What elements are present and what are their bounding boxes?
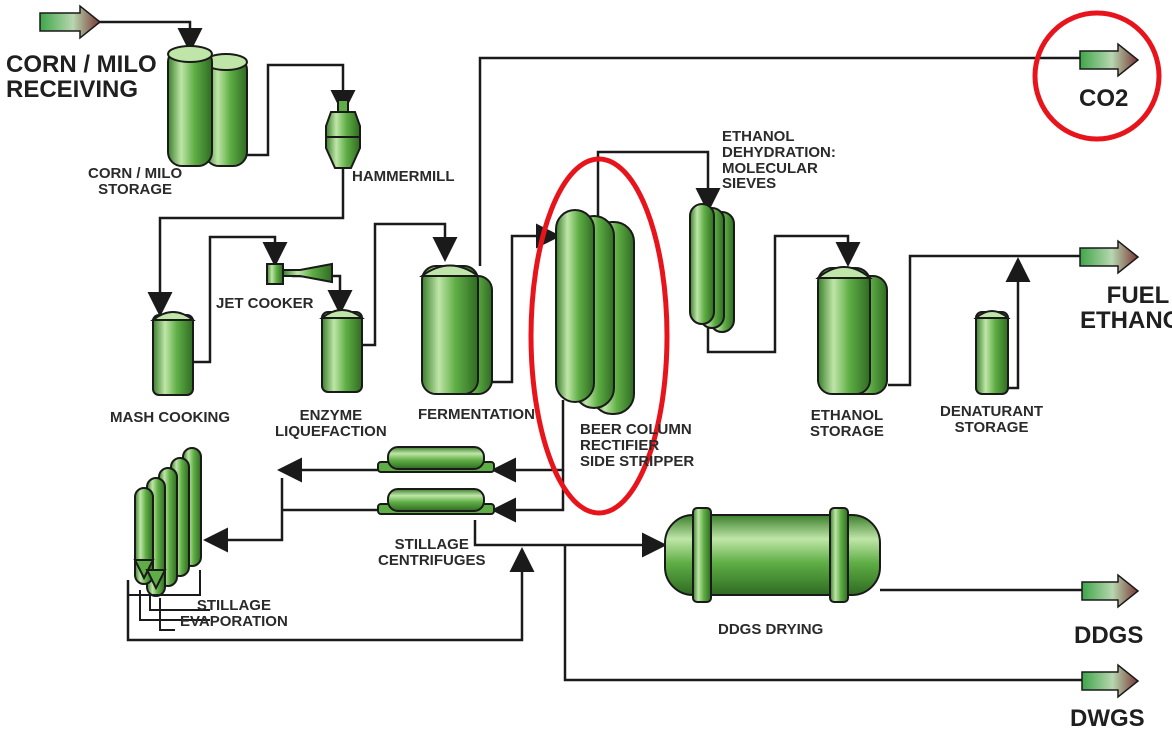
pipe-fermentation-to-beer	[492, 223, 561, 384]
pipe-mash-to-jet	[193, 235, 288, 364]
enzyme-liquefaction-label: ENZYME LIQUEFACTION	[275, 407, 387, 440]
co2-arrow	[1079, 42, 1140, 78]
pipe-receiving-to-storage	[70, 20, 203, 53]
pipe-enzyme-to-fermentation	[363, 222, 458, 347]
denaturant-tank	[973, 310, 1011, 395]
pipe-beer-to-centrifuge-bottom	[491, 470, 565, 523]
pipe-evap-return	[126, 547, 535, 642]
enzyme-tank	[319, 309, 365, 393]
pipe-hammermill-to-mash	[147, 168, 345, 317]
flow-arrows	[39, 4, 1140, 699]
ddgs-drying-label: DDGS DRYING	[718, 621, 824, 638]
equipment	[127, 45, 1011, 631]
highlights	[528, 10, 1162, 516]
beer-column-label: BEER COLUMN RECTIFIER SIDE STRIPPER	[580, 421, 695, 470]
pipe-denaturant-to-fuel	[1005, 257, 1031, 390]
co2-highlight	[1032, 10, 1162, 142]
pipe-storage-to-fuel	[888, 254, 1080, 387]
dwgs-arrow	[1081, 663, 1140, 699]
fuel-ethanol-arrow	[1079, 239, 1140, 275]
corn-receiving-arrow	[39, 4, 102, 40]
pipe-storage-to-hammermill	[247, 63, 356, 157]
fuel-ethanol-label: FUEL ETHANOL	[1080, 282, 1172, 335]
fermentation-tanks	[418, 264, 493, 395]
hammermill	[325, 99, 361, 169]
hammermill-label: HAMMERMILL	[352, 168, 455, 185]
mash-cooking-tank	[150, 311, 196, 396]
ethanol-dehydration-label: ETHANOL DEHYDRATION: MOLECULAR SIEVES	[722, 128, 836, 193]
corn-receiving-label: CORN / MILO RECEIVING	[6, 51, 157, 104]
jet-cooker	[266, 262, 333, 285]
stillage-evaporation-label: STILLAGE EVAPORATION	[180, 597, 288, 630]
dwgs-label: DWGS	[1070, 705, 1145, 732]
denaturant-storage-label: DENATURANT STORAGE	[940, 403, 1044, 436]
pipe-to-dwgs	[563, 545, 1082, 682]
mash-cooking-label: MASH COOKING	[110, 409, 230, 426]
ethanol-storage-tanks	[815, 266, 888, 395]
pipe-evap-feed	[203, 478, 284, 553]
stillage-centrifuges	[377, 446, 495, 515]
pipe-fermentation-to-co2	[478, 56, 1080, 266]
pipe-beer-to-sieves	[596, 150, 721, 222]
ddgs-label: DDGS	[1074, 622, 1144, 649]
corn-storage-label: CORN / MILO STORAGE	[88, 165, 183, 198]
co2-label: CO2	[1079, 85, 1129, 112]
corn-storage-silos	[167, 45, 248, 167]
ddgs-dryer	[664, 507, 881, 603]
ddgs-arrow	[1081, 573, 1140, 609]
beer-column	[555, 209, 635, 415]
fermentation-label: FERMENTATION	[418, 406, 535, 423]
stillage-centrifuges-label: STILLAGE CENTRIFUGES	[378, 536, 486, 569]
pipe-sieves-to-storage	[706, 234, 861, 354]
pipes	[70, 20, 1082, 682]
stillage-evaporators	[133, 447, 202, 597]
beer-column-highlight	[528, 156, 670, 516]
evaporation-manifold	[127, 570, 210, 631]
jet-cooker-label: JET COOKER	[216, 295, 314, 312]
molecular-sieves	[689, 203, 735, 333]
ethanol-storage-label: ETHANOL STORAGE	[810, 407, 884, 440]
pipe-centrifuge-to-dryer	[473, 520, 667, 558]
